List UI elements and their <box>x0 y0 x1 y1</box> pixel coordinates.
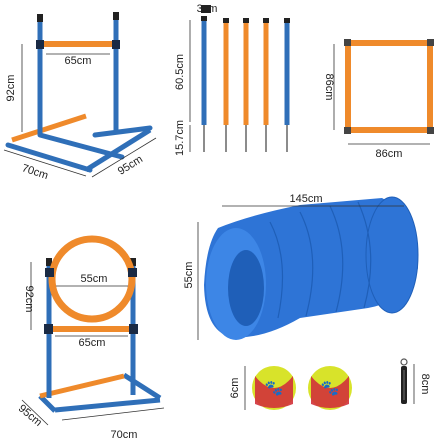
whistle-ring <box>400 358 408 366</box>
jump-height-label: 92cm <box>5 75 17 102</box>
pole-tip-label: 3cm <box>197 3 218 15</box>
hoop-base-right <box>122 372 162 401</box>
hoop-depth-line <box>21 399 49 426</box>
hoop-bar-clip-left <box>44 324 53 334</box>
tunnel-inner <box>228 250 264 326</box>
jump-width-label: 65cm <box>65 55 92 67</box>
pole-3-cap <box>243 18 249 23</box>
hoop-height-label: 92cm <box>23 286 35 313</box>
hoop-width-line <box>61 407 165 421</box>
square-frame: 86cm 86cm <box>323 39 434 160</box>
hoop-bar-clip-right <box>129 324 138 334</box>
ball-2-band <box>311 376 349 408</box>
jump-right-cap <box>113 12 119 20</box>
jump-base-width-line <box>3 149 87 177</box>
pole-length-label: 60.5cm <box>174 54 186 90</box>
jump-left-cap <box>37 14 43 22</box>
frame-dimensions: 86cm 86cm <box>323 44 430 160</box>
frame-corner-tr <box>427 39 434 46</box>
pole-dimensions: 3cm 60.5cm 15.7cm <box>174 3 217 156</box>
whistle: 8cm <box>400 358 431 404</box>
ball-1-band <box>255 376 293 408</box>
ball-dimensions: 6cm <box>229 366 246 410</box>
hoop-left-cap <box>46 258 52 266</box>
tunnel-diameter-label: 55cm <box>183 262 195 289</box>
frame-height-label: 86cm <box>323 74 335 101</box>
frame-width-label: 86cm <box>376 148 403 160</box>
jump-bar-clip-right <box>112 40 120 49</box>
jump-bar-clip-left <box>36 40 44 49</box>
pole-2-cap <box>223 18 229 23</box>
hoop-right-cap <box>130 258 136 266</box>
hoop-base-front <box>54 397 161 413</box>
tunnel-far-end <box>365 196 419 314</box>
hoop-dimensions: 55cm 92cm 65cm 95cm 70cm <box>16 262 165 441</box>
hoop-ring <box>48 235 136 323</box>
pole-tip-cap <box>201 5 211 13</box>
paw-icon: 🐾 <box>321 380 340 397</box>
jump-base-side <box>84 127 152 173</box>
whistle-dimensions: 8cm <box>413 364 431 404</box>
hoop-ring-clip-left <box>45 268 54 277</box>
hoop-base-cross-bar <box>39 373 125 399</box>
hoop-depth-label: 95cm <box>16 402 44 428</box>
tunnel-rib-1 <box>269 221 284 319</box>
paw-icon: 🐾 <box>265 380 284 397</box>
jump-base-cross-bar <box>11 113 87 143</box>
hoop-ring-clip-right <box>128 268 137 277</box>
jump-dimensions: 65cm 92cm 70cm 95cm <box>3 44 157 182</box>
tunnel-rib-4 <box>357 201 372 309</box>
pole-spike-label: 15.7cm <box>174 120 186 156</box>
hoop-base-left <box>38 394 57 413</box>
jump-hurdle: 65cm 92cm 70cm 95cm <box>3 12 157 182</box>
frame-corner-br <box>427 127 434 134</box>
jump-base-front <box>5 142 93 173</box>
hoop-bar-label: 65cm <box>79 337 106 349</box>
tunnel-length-label: 145cm <box>289 193 322 205</box>
tennis-balls: 🐾 🐾 6cm <box>229 366 352 410</box>
tunnel-rib-3 <box>329 205 344 313</box>
jump-base-right <box>92 125 153 138</box>
agility-tunnel: 145cm 55cm <box>183 193 419 340</box>
pole-5-cap <box>284 18 290 23</box>
pole-1-cap <box>201 16 207 21</box>
ball-size-label: 6cm <box>229 378 241 399</box>
whistle-length-label: 8cm <box>419 374 431 395</box>
pole-4-cap <box>263 18 269 23</box>
weave-poles: 3cm 60.5cm 15.7cm <box>174 3 290 156</box>
tunnel-dimensions: 145cm 55cm <box>183 193 404 340</box>
jump-base-width-label: 70cm <box>20 162 49 182</box>
hoop-ring-label: 55cm <box>81 273 108 285</box>
tunnel-rib-2 <box>299 211 314 317</box>
jump-base-depth-line <box>91 137 157 178</box>
hoop-width-label: 70cm <box>111 429 138 441</box>
frame-corner-bl <box>344 127 351 134</box>
hoop-jump: 55cm 92cm 65cm 95cm 70cm <box>16 235 165 441</box>
frame-square <box>345 40 433 133</box>
frame-corner-tl <box>344 39 351 46</box>
